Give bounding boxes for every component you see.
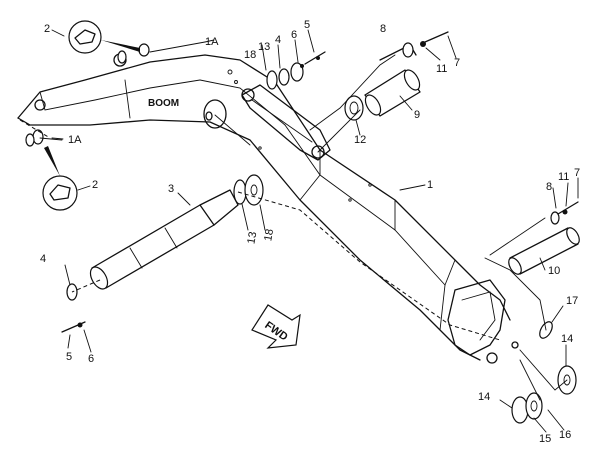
callout-10: 10 (548, 265, 560, 277)
callout-15: 15 (539, 433, 551, 445)
callout-6-top: 6 (291, 29, 297, 41)
callout-8-top: 8 (380, 23, 386, 35)
callout-5-left: 5 (66, 351, 72, 363)
callout-18-mid: 18 (262, 228, 276, 242)
callout-5-top: 5 (304, 19, 310, 31)
assembly-lines (19, 41, 568, 401)
detail-view-top (68, 20, 140, 64)
cylinder-10 (508, 227, 580, 275)
callout-18-top: 18 (244, 49, 256, 61)
callout-4-top: 4 (275, 34, 281, 46)
forward-arrow: FWD (251, 304, 301, 349)
callout-14-left: 14 (478, 391, 490, 403)
callout-labels: 1 1A 1A 2 2 3 4 4 5 5 6 6 7 7 8 8 9 10 1… (40, 19, 580, 445)
callout-6-left: 6 (88, 353, 94, 365)
washers (25, 41, 577, 424)
callout-12: 12 (354, 134, 366, 146)
callout-16: 16 (559, 429, 571, 441)
boom-label: BOOM (148, 98, 179, 109)
detail-view-left (42, 146, 78, 211)
callout-13-mid: 13 (245, 231, 259, 245)
callout-17: 17 (566, 295, 578, 307)
cylinder-3 (89, 189, 239, 290)
callout-11-right: 11 (558, 171, 569, 183)
callout-3: 3 (168, 183, 174, 195)
callout-13-top: 13 (258, 41, 270, 53)
callout-8-right: 8 (546, 181, 552, 193)
callout-2-left: 2 (92, 179, 98, 191)
callout-7-top: 7 (454, 57, 460, 69)
cylinder-9 (364, 44, 421, 117)
callout-1a-top: 1A (205, 36, 219, 48)
callout-14-right: 14 (561, 333, 573, 345)
callout-1a-left: 1A (68, 134, 82, 146)
bolts (61, 31, 579, 333)
callout-7-right: 7 (574, 167, 580, 179)
callout-11-top: 11 (436, 63, 447, 75)
callout-9: 9 (414, 109, 420, 121)
leader-lines (51, 29, 579, 433)
callout-4-left: 4 (40, 253, 46, 265)
callout-2-top: 2 (44, 23, 50, 35)
boom-structure: BOOM (17, 53, 519, 364)
callout-1: 1 (427, 179, 433, 191)
